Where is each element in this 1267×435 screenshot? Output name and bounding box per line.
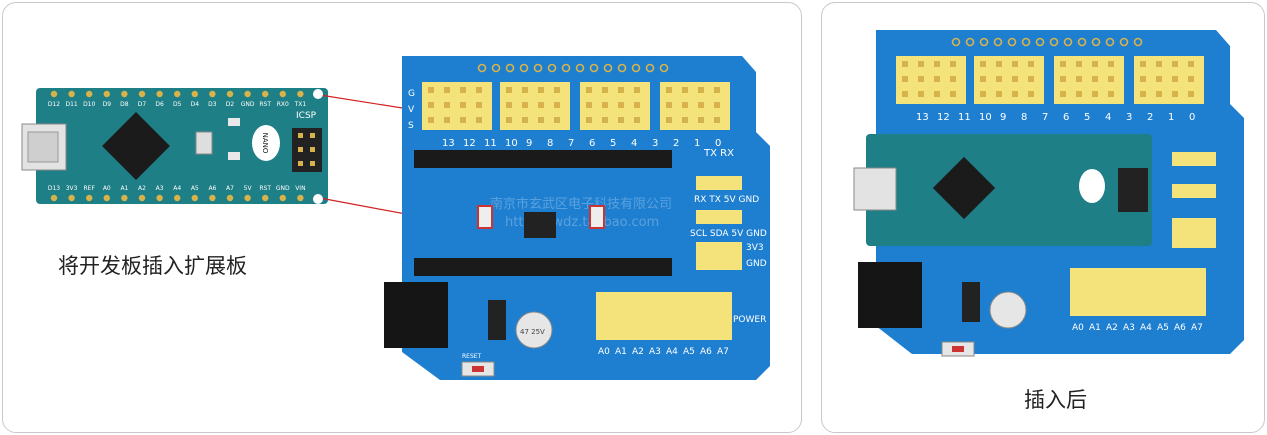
caption-after-insert: 插入后 bbox=[1024, 388, 1087, 412]
right-panel bbox=[821, 2, 1265, 433]
caption-insert-board: 将开发板插入扩展板 bbox=[58, 254, 247, 278]
left-panel bbox=[2, 2, 802, 433]
